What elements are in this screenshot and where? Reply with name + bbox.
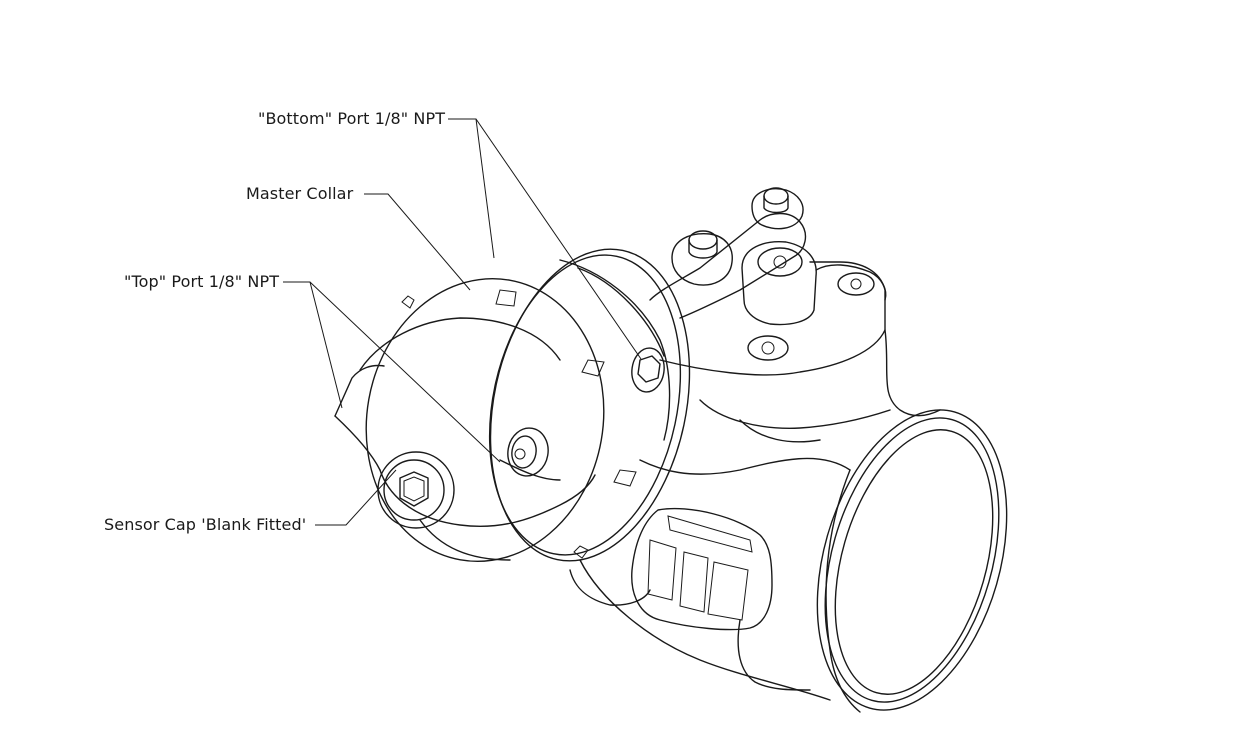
master-collar-label: Master Collar [246,184,354,203]
master-collar [401,248,691,562]
bottom-port-fitting [631,347,665,393]
actuator-linkage [649,187,887,361]
callout-leaders [283,118,642,526]
sensor-cap-label: Sensor Cap 'Blank Fitted' [104,515,307,534]
valve-body [569,261,941,713]
logo-badge [631,507,773,631]
sensor-cap-housing [334,277,605,563]
outlet-flange [816,409,1008,711]
sensor-blank-plug [377,451,455,529]
top-port-label: "Top" Port 1/8" NPT [124,272,280,291]
bottom-port-label: "Bottom" Port 1/8" NPT [258,109,446,128]
